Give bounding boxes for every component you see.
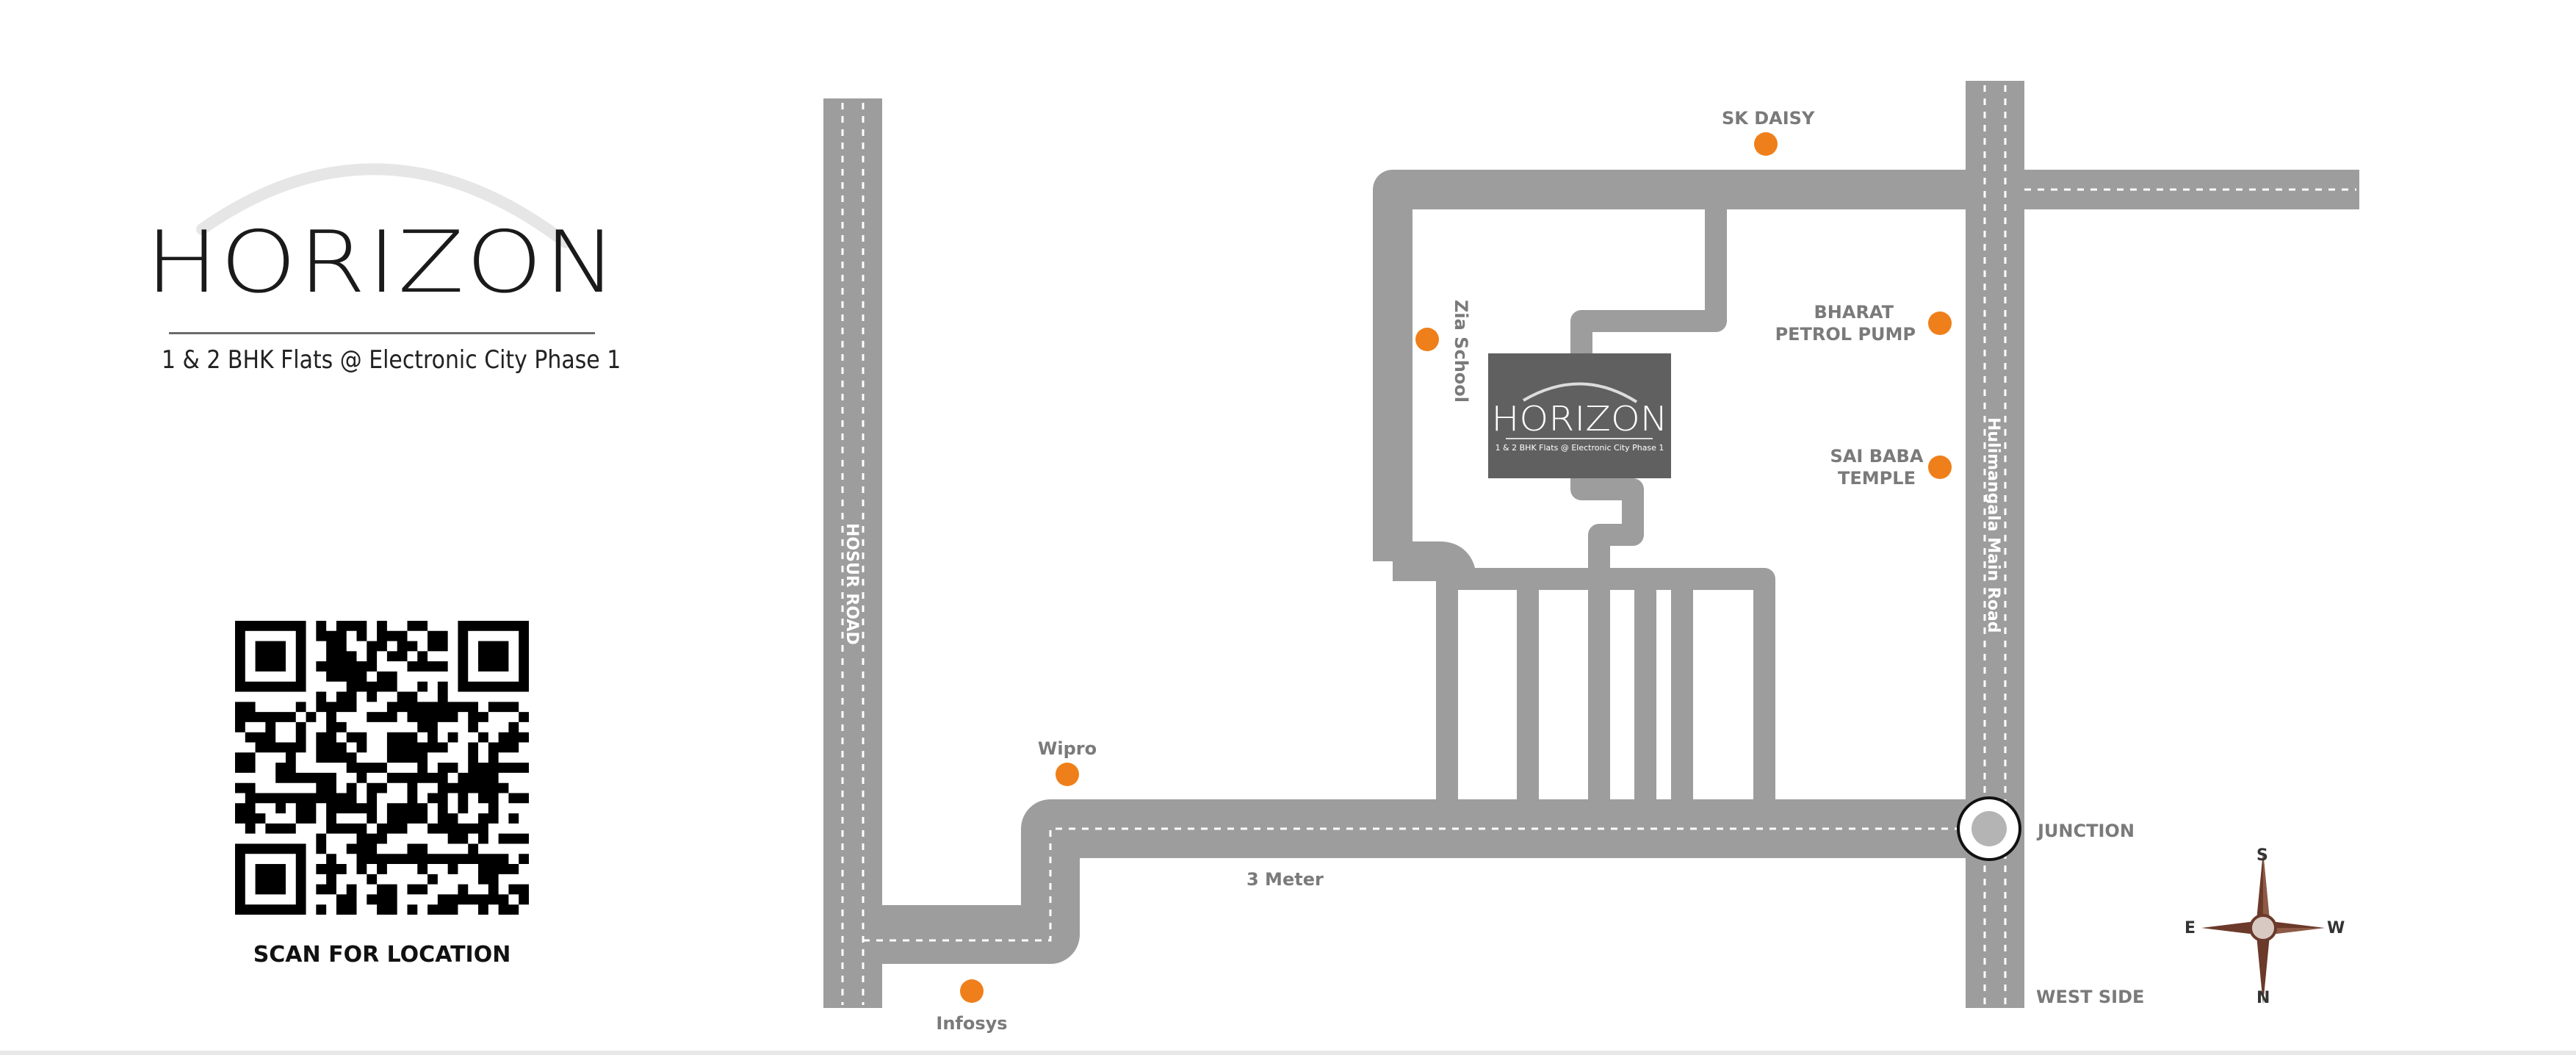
loop-road [1373,170,1995,561]
zia-school-marker [1415,328,1439,351]
label-hosur-road: HOSUR ROAD [843,523,861,645]
wipro-marker [1056,763,1079,786]
brand-name: HORIZON [145,213,618,312]
label-3-meter-road: 3 Meter [1246,869,1324,890]
compass-icon [2201,851,2325,1004]
qr-finder-outer [235,621,306,692]
label-sk-daisy: SK DAISY [1722,108,1815,129]
brand-divider [169,332,595,334]
bharat-petrol-marker [1928,312,1952,335]
infosys-marker [960,979,984,1003]
inset-arc-icon [1522,382,1638,403]
sai-baba-marker [1928,456,1952,479]
site-marker[interactable]: HORIZON 1 & 2 BHK Flats @ Electronic Cit… [1488,353,1671,478]
inset-divider [1506,438,1653,439]
qr-code-icon [235,621,529,915]
qr-finder-inner [478,641,509,671]
label-wipro: Wipro [1037,738,1097,759]
compass-label-right: W [2327,919,2345,937]
qr-caption: SCAN FOR LOCATION [253,942,511,968]
qr-code[interactable] [235,621,529,915]
label-infosys: Infosys [936,1013,1008,1034]
compass-label-left: E [2184,919,2196,937]
qr-finder-inner [255,864,286,895]
label-line: PETROL PUMP [1775,324,1916,345]
sk-daisy-marker [1754,132,1778,156]
three-meter-road [853,799,1995,964]
inset-tagline: 1 & 2 BHK Flats @ Electronic City Phase … [1495,443,1664,453]
brand-tagline: 1 & 2 BHK Flats @ Electronic City Phase … [162,345,621,375]
label-line: BHARAT [1814,302,1894,323]
label-hulimangala-road: Hulimangala Main Road [1984,417,2002,633]
qr-finder-inner [255,641,286,671]
qr-finder-outer [458,621,529,692]
compass-label-bottom: N [2256,989,2270,1007]
bottom-divider [0,1051,2576,1055]
qr-finder-outer [235,843,306,915]
label-junction: JUNCTION [2038,821,2135,841]
label-line: TEMPLE [1838,468,1916,489]
label-bharat-petrol: BHARAT PETROL PUMP [1769,301,1916,345]
compass-label-top: S [2256,846,2268,865]
label-west-side: WEST SIDE [2036,987,2145,1007]
brand-arc-icon [196,163,571,248]
label-zia-school: Zia School [1451,300,1471,403]
label-sai-baba: SAI BABA TEMPLE [1822,445,1932,489]
label-line: SAI BABA [1830,446,1924,467]
inset-brand-name: HORIZON [1491,399,1668,439]
brand-logo: HORIZON 1 & 2 BHK Flats @ Electronic Cit… [145,147,621,397]
